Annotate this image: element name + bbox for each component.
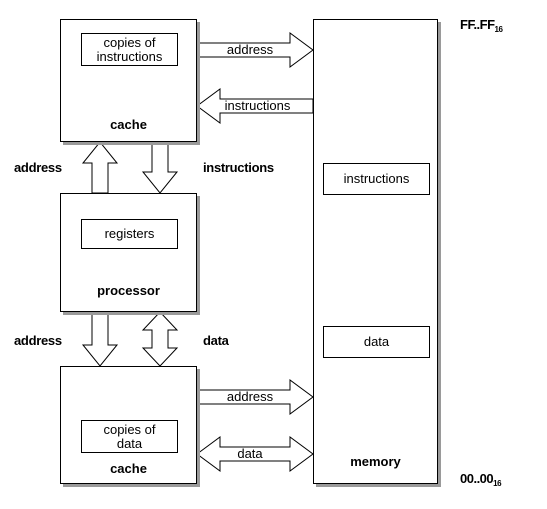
cache-label-top: cache <box>110 117 147 132</box>
arrow-processor-cache-data <box>141 311 179 367</box>
top-address-main: FF..FF <box>460 17 495 32</box>
memory-box: instructions data memory <box>313 19 438 484</box>
bottom-address-label: 00..0016 <box>460 471 502 488</box>
copies-of-instructions-box: copies of instructions <box>81 33 178 66</box>
memory-data-box: data <box>323 326 430 358</box>
arrow-label-memory-cache-instructions: instructions <box>224 98 291 113</box>
processor-label: processor <box>97 283 160 298</box>
cache-box-bottom: copies of data cache <box>60 366 197 484</box>
registers-box: registers <box>81 219 178 249</box>
bottom-address-main: 00..00 <box>460 471 494 486</box>
bottom-address-base: 16 <box>493 479 502 488</box>
arrow-processor-cache-address <box>81 141 119 194</box>
arrow-memory-cache-instructions <box>196 88 314 124</box>
arrow-cache-memory-address-lower <box>196 379 314 415</box>
top-address-label: FF..FF16 <box>460 17 503 34</box>
memory-label: memory <box>350 454 401 469</box>
memory-data-label: data <box>363 334 390 349</box>
memory-instructions-box: instructions <box>323 163 430 195</box>
edge-label-processor-cache-address-lower: address <box>14 333 62 348</box>
arrow-cache-processor-instructions <box>141 141 179 194</box>
edge-label-processor-cache-data: data <box>203 333 229 348</box>
top-address-base: 16 <box>494 25 503 34</box>
arrow-processor-cache-address-lower <box>81 311 119 367</box>
cache-box-top: copies of instructions cache <box>60 19 197 142</box>
arrow-label-cache-memory-data: data <box>237 446 263 461</box>
edge-label-cache-processor-instructions: instructions <box>203 160 274 175</box>
arrow-label-cache-memory-address: address <box>226 42 274 57</box>
arrow-label-cache-memory-address-lower: address <box>226 389 274 404</box>
cache-label-bottom: cache <box>110 461 147 476</box>
edge-label-processor-cache-address: address <box>14 160 62 175</box>
memory-instructions-label: instructions <box>343 171 410 186</box>
copies-of-data-label: copies of data <box>103 421 156 451</box>
copies-of-instructions-label: copies of instructions <box>96 34 163 64</box>
copies-of-data-box: copies of data <box>81 420 178 453</box>
processor-box: registers processor <box>60 193 197 312</box>
registers-label: registers <box>104 226 155 241</box>
arrow-cache-memory-address <box>196 32 314 68</box>
